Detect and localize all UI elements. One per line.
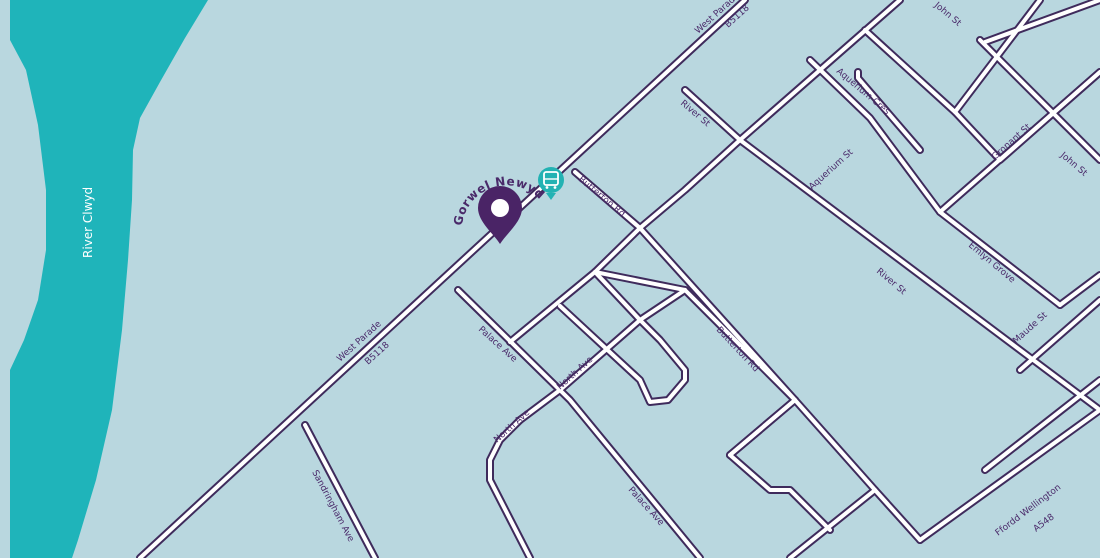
river-label: River Clwyd: [81, 187, 95, 258]
river-clwyd: [10, 0, 208, 558]
bus-stop-icon[interactable]: [538, 167, 564, 200]
location-pin-icon[interactable]: [478, 186, 522, 244]
roads-fill: [138, 0, 1100, 558]
